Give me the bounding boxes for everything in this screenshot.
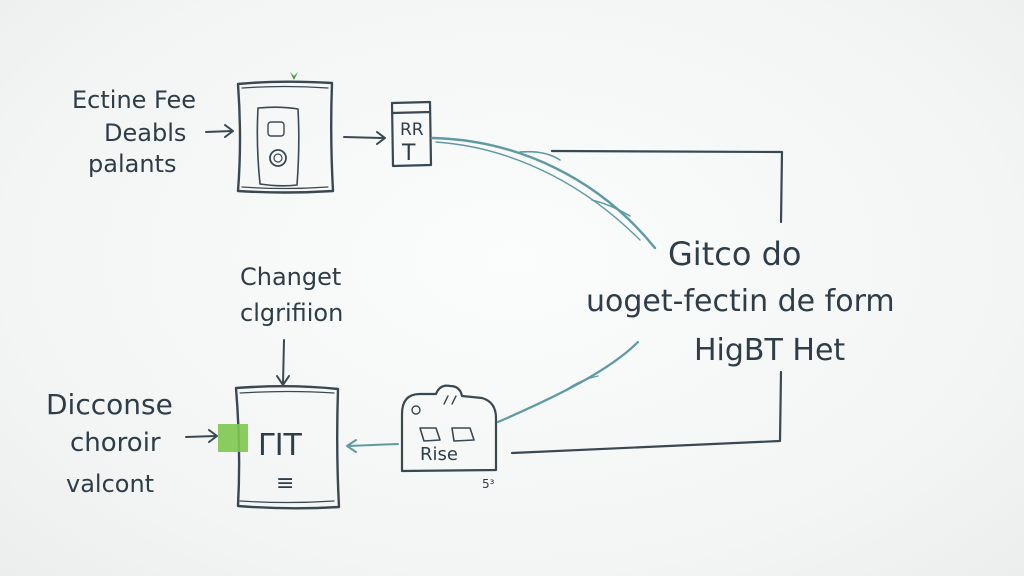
teal-curve-bottom	[496, 340, 640, 424]
green-leaf-icon	[290, 72, 298, 80]
right-text-line-1: Gitco do	[668, 235, 801, 273]
camera-note: 5³	[482, 477, 495, 491]
bottom-box: ΓIT ≡	[218, 385, 341, 510]
camera-icon: Rise 5³	[400, 384, 498, 491]
bottom-left-line-1: Dicconse	[46, 388, 173, 421]
right-text-line-2: uoget-fectin de form	[586, 284, 895, 319]
green-marker	[218, 424, 248, 452]
bottom-left-line-3: valcont	[66, 470, 154, 498]
top-left-label: Ectine Fee Deabls palants	[72, 86, 196, 178]
center-note: Changet clgrifiion	[240, 263, 343, 327]
top-left-line-3: palants	[88, 150, 176, 178]
right-loop-line	[510, 149, 784, 455]
bottom-box-line-1: ΓIT	[258, 428, 303, 463]
top-left-box	[236, 72, 335, 194]
rr-box: RR T	[390, 100, 433, 168]
top-left-line-1: Ectine Fee	[72, 86, 196, 114]
right-text-line-3: HigBT Het	[694, 333, 845, 368]
bottom-left-line-2: choroir	[70, 428, 161, 458]
arrow-to-bottom-box	[346, 439, 399, 453]
rr-box-line-2: T	[401, 141, 416, 166]
bottom-left-arrow	[185, 429, 218, 443]
center-note-line-1: Changet	[240, 263, 341, 291]
bottom-left-label: Dicconse choroir valcont	[46, 388, 173, 498]
top-left-line-2: Deabls	[104, 119, 186, 147]
center-note-line-2: clgrifiion	[240, 299, 343, 327]
top-left-arrow	[205, 124, 234, 138]
camera-label: Rise	[420, 444, 458, 465]
rr-box-line-1: RR	[400, 120, 424, 140]
bottom-box-line-2: ≡	[276, 471, 294, 496]
right-text-block: Gitco do uoget-fectin de form HigBT Het	[586, 235, 895, 368]
teal-curve-top	[430, 136, 657, 250]
center-note-arrow	[276, 339, 290, 386]
arrow-to-rr	[343, 131, 386, 145]
